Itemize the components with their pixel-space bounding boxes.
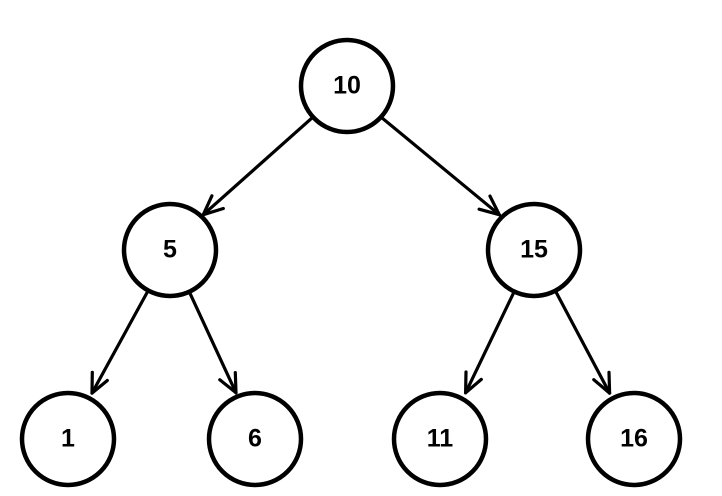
tree-node-10: 10 — [298, 37, 396, 135]
edge-line — [464, 289, 517, 395]
tree-node-5: 5 — [121, 201, 219, 299]
arrowhead-icon — [90, 370, 109, 395]
node-circle — [298, 37, 396, 135]
edge-line — [553, 289, 612, 395]
edge-line — [379, 115, 501, 217]
arrowhead-icon — [477, 194, 501, 217]
arrowhead-icon — [592, 370, 612, 395]
arrowhead-icon — [218, 371, 238, 395]
tree-node-1: 1 — [19, 390, 117, 488]
tree-node-15: 15 — [485, 201, 583, 299]
edge-layer — [90, 115, 612, 395]
edge-5-to-6 — [187, 289, 238, 395]
node-circle — [19, 390, 117, 488]
tree-node-6: 6 — [206, 390, 304, 488]
node-label: 16 — [620, 425, 648, 453]
node-layer: 10 5 15 1 6 11 16 — [19, 37, 683, 488]
node-label: 5 — [163, 236, 177, 264]
node-circle — [485, 201, 583, 299]
node-circle — [206, 390, 304, 488]
node-circle — [391, 390, 489, 488]
node-label: 10 — [333, 72, 361, 100]
edge-15-to-11 — [464, 289, 517, 395]
node-label: 6 — [248, 425, 262, 453]
node-label: 11 — [427, 425, 454, 453]
node-label: 15 — [520, 236, 548, 264]
node-label: 1 — [61, 425, 75, 453]
edge-line — [90, 289, 150, 395]
edge-10-to-15 — [379, 115, 501, 217]
arrowhead-icon — [201, 194, 225, 217]
edge-line — [201, 115, 315, 217]
tree-node-11: 11 — [391, 390, 489, 488]
node-circle — [121, 201, 219, 299]
edge-line — [187, 289, 238, 395]
edge-5-to-1 — [90, 289, 150, 395]
edge-10-to-5 — [201, 115, 315, 217]
tree-node-16: 16 — [585, 390, 683, 488]
arrowhead-icon — [464, 370, 483, 395]
node-circle — [585, 390, 683, 488]
edge-15-to-16 — [553, 289, 612, 395]
